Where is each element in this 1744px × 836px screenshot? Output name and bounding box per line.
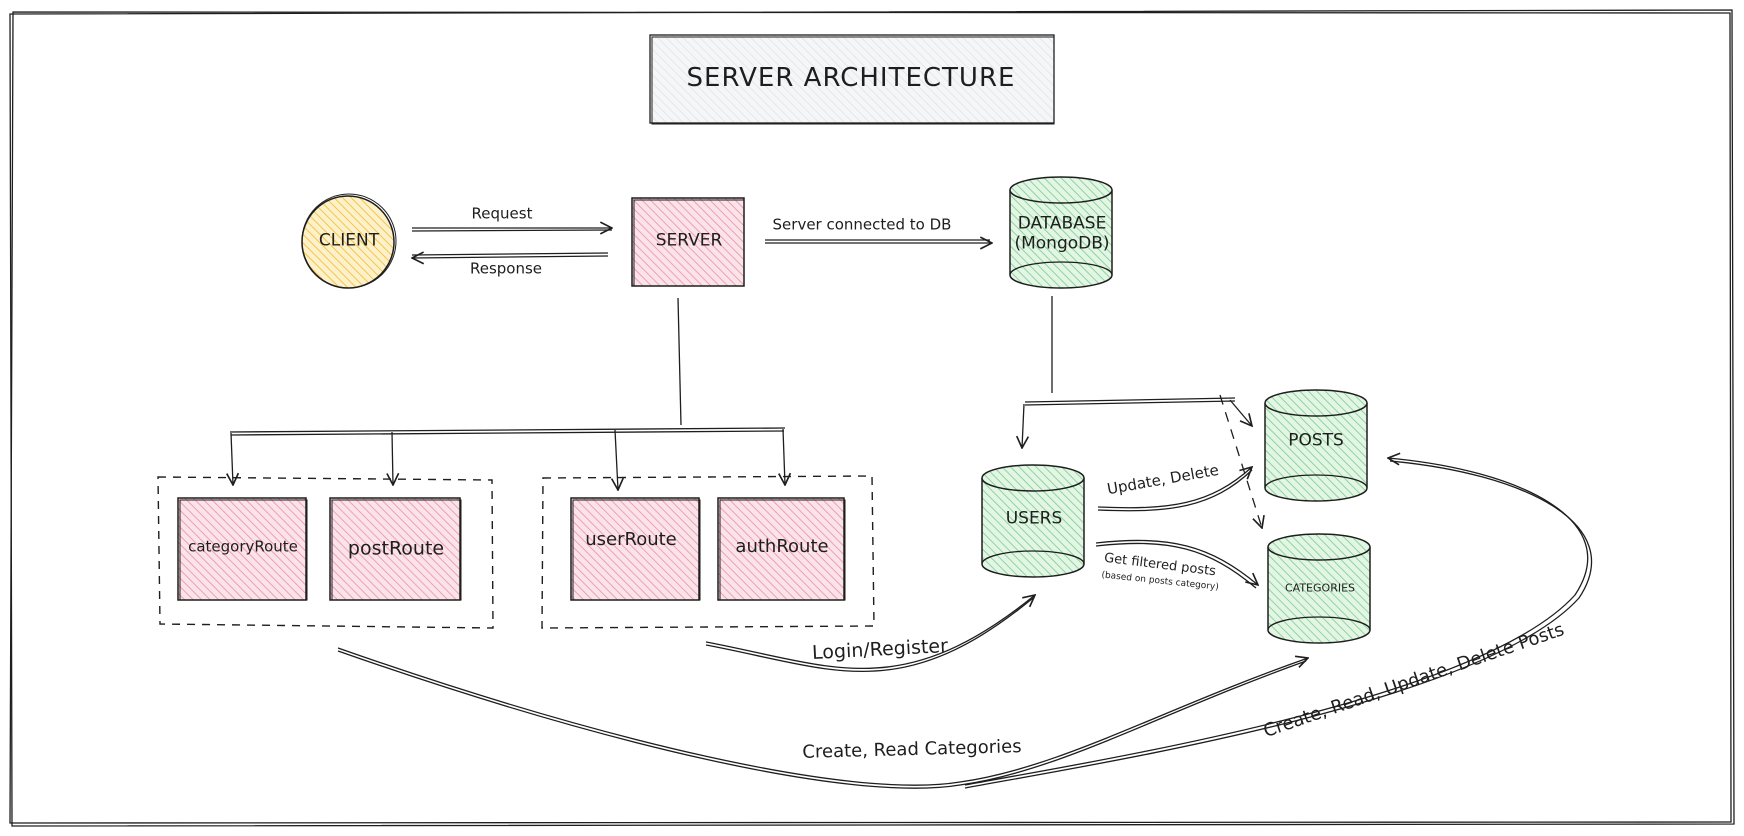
database-node [1009,176,1113,289]
category-route-node [177,497,308,601]
post-route-label: postRoute [347,537,445,560]
database-sublabel: (MongoDB) [1014,233,1110,254]
db-categories-dashed [1219,394,1262,528]
server-db-arrow [765,240,992,243]
categories-node [1267,533,1371,644]
posts-label: POSTS [1288,430,1344,451]
user-route-label: userRoute [585,529,677,550]
auth-route-label: authRoute [735,536,829,557]
post-route-node [329,497,462,601]
posts-node [1264,389,1368,502]
server-route-tree [230,297,785,490]
request-arrow [411,228,612,231]
server-label: SERVER [655,230,723,251]
route-group-left [157,476,494,629]
client-label: CLIENT [318,230,380,251]
response-label: Response [469,259,543,278]
categories-label: CATEGORIES [1284,581,1356,595]
auth-route-node [717,497,846,601]
users-label: USERS [1005,508,1063,529]
users-posts-arrow [1097,467,1252,512]
database-label: DATABASE [1017,213,1107,234]
outer-frame [9,9,1735,827]
title-box [649,34,1055,125]
response-arrow [412,253,609,258]
route-group-right [541,475,875,629]
request-label: Request [471,204,533,223]
db-connectors [1022,296,1252,448]
user-route-node [570,497,701,601]
category-route-label: categoryRoute [188,537,298,556]
diagram-title: SERVER ARCHITECTURE [686,63,1016,93]
create-read-categories-arrow [337,647,1308,789]
crud-posts-arrow [964,458,1593,789]
users-categories-arrow [1095,539,1258,589]
server-db-label: Server connected to DB [772,215,952,234]
server-node [631,197,745,287]
users-node [981,464,1085,578]
login-register-arrow [705,595,1035,673]
client-node [301,193,397,289]
